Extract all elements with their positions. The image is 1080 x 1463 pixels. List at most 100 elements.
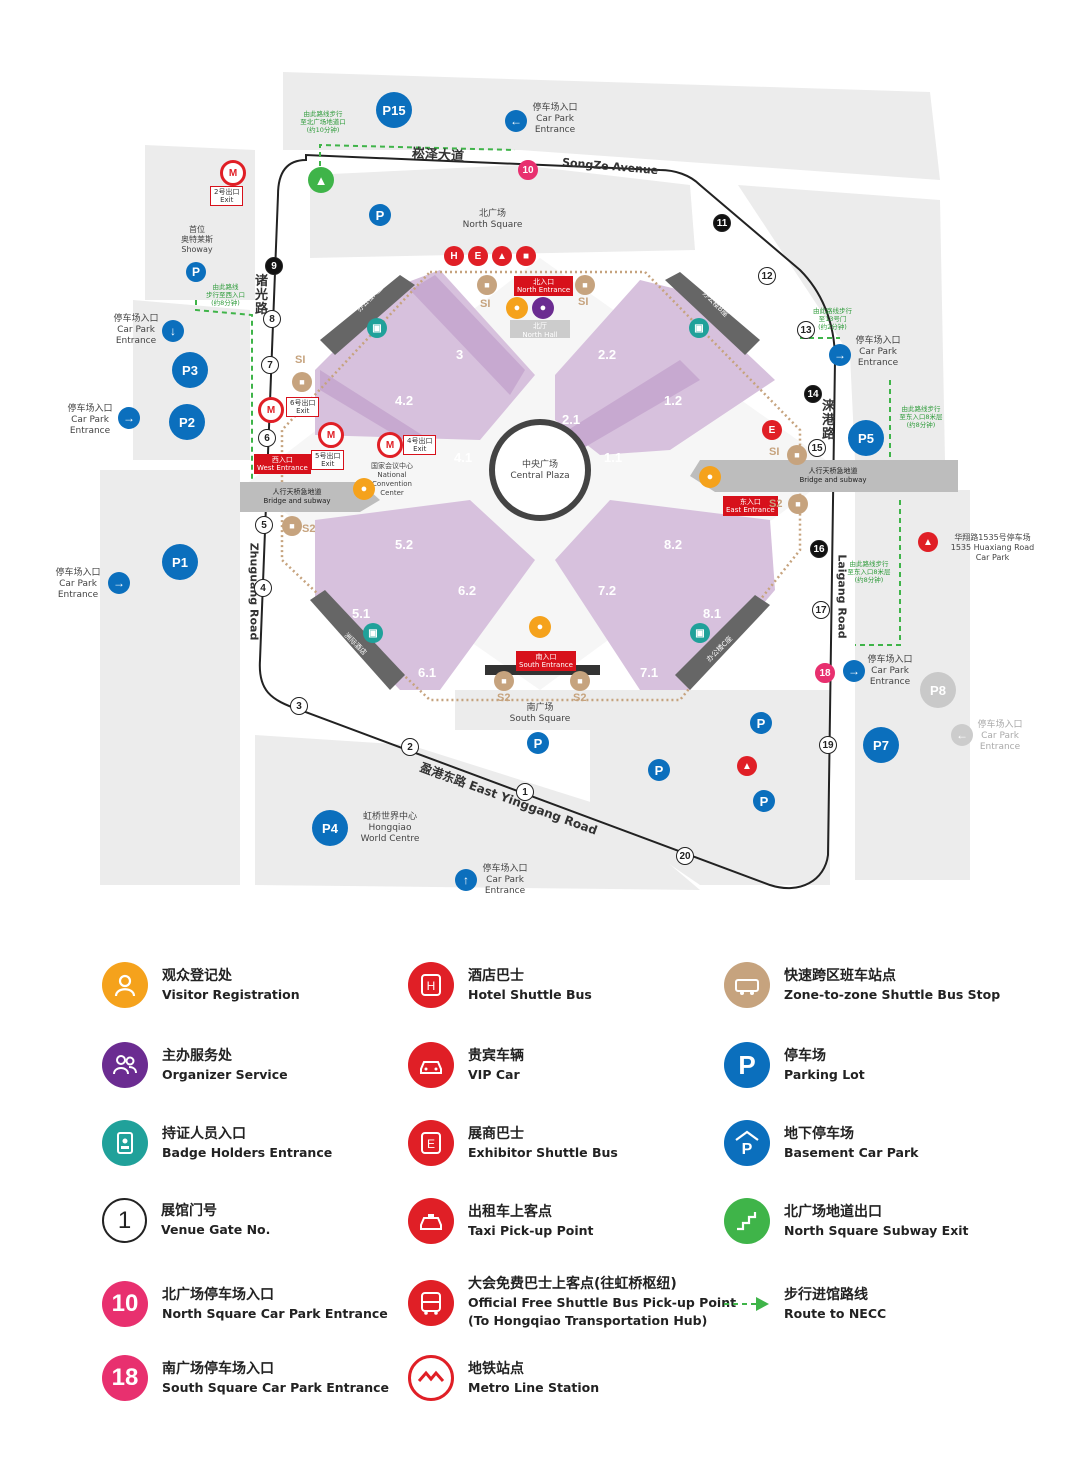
arrow-right-icon[interactable]: → [108, 572, 130, 594]
metro-icon[interactable]: M [220, 160, 246, 186]
hall-label: 7.1 [640, 665, 659, 680]
gate-number[interactable]: 1 [516, 783, 534, 801]
hall-label: 5.1 [352, 606, 371, 621]
parking-icon[interactable]: P [750, 712, 772, 734]
subway-exit-icon[interactable]: ▲ [308, 167, 334, 193]
parking-icon[interactable]: P [753, 790, 775, 812]
exit-5[interactable]: 5号出口 Exit [311, 450, 345, 470]
free-bus-icon[interactable]: ■ [516, 246, 536, 266]
north-park-sample: 10 [111, 1290, 139, 1317]
north-park-entrance-gate[interactable]: 10 [518, 160, 538, 180]
exit-4[interactable]: 4号出口 Exit [403, 435, 437, 455]
arrow-left-icon[interactable]: ← [505, 110, 527, 132]
gate-number[interactable]: 6 [258, 429, 276, 447]
gate-number[interactable]: 17 [812, 601, 830, 619]
vip-car-icon[interactable]: ▲ [492, 246, 512, 266]
east-entrance[interactable]: 东入口 East Entrance [723, 496, 778, 516]
arrow-right-icon[interactable]: → [829, 344, 851, 366]
exit-6[interactable]: 6号出口 Exit [286, 397, 320, 417]
organizer-icon[interactable]: ● [532, 297, 554, 319]
basement-parking-icon[interactable]: P [527, 732, 549, 754]
shuttle-stop-icon[interactable]: ■ [494, 671, 514, 691]
badge-icon[interactable]: ▣ [690, 623, 710, 643]
parking-p4[interactable]: P4 [312, 810, 348, 846]
taxi-icon[interactable]: ▲ [737, 756, 757, 776]
gate-number[interactable]: 3 [290, 697, 308, 715]
vip-car-icon[interactable]: ▲ [918, 532, 938, 552]
shuttle-stop-icon[interactable]: ■ [282, 516, 302, 536]
parking-p1[interactable]: P1 [162, 544, 198, 580]
gate-number[interactable]: 16 [810, 540, 828, 558]
visitor-registration-icon[interactable]: ● [506, 297, 528, 319]
south-entrance[interactable]: 南入口 South Entrance [516, 651, 576, 671]
gate-number[interactable]: 15 [808, 439, 826, 457]
metro-icon[interactable]: M [258, 397, 284, 423]
zhuguang-road-cn: 诸光路 [255, 274, 269, 317]
north-entrance[interactable]: 北入口 North Entrance [514, 276, 574, 296]
badge-icon[interactable]: ▣ [367, 318, 387, 338]
legend-en: Taxi Pick-up Point [468, 1222, 594, 1238]
north-hall-label: 北厅 North Hall [522, 322, 558, 339]
basement-parking-icon[interactable]: P [648, 759, 670, 781]
arrow-down-icon[interactable]: ↓ [162, 320, 184, 342]
shuttle-stop-icon[interactable]: ■ [292, 372, 312, 392]
shuttle-stop-icon[interactable]: ■ [575, 275, 595, 295]
west-entrance[interactable]: 西入口 West Entrance [254, 454, 311, 474]
walk-route-icon [724, 1281, 770, 1327]
car-park-entrance-label: 停车场入口 Car Park Entrance [532, 103, 578, 135]
arrow-left-icon[interactable]: ← [951, 724, 973, 746]
shuttle-stop-icon[interactable]: ■ [477, 275, 497, 295]
arrow-up-icon[interactable]: ↑ [455, 869, 477, 891]
car-park-entrance-label: 停车场入口 Car Park Entrance [855, 336, 901, 368]
gate-number[interactable]: 2 [401, 738, 419, 756]
legend-en: Organizer Service [162, 1066, 288, 1082]
gate-number[interactable]: 4 [254, 579, 272, 597]
parking-p15[interactable]: P15 [376, 92, 412, 128]
parking-icon[interactable]: P [369, 204, 391, 226]
metro-icon[interactable]: M [318, 422, 344, 448]
hall-label: 5.2 [395, 537, 414, 552]
shuttle-stop-icon[interactable]: ■ [788, 494, 808, 514]
visitor-registration-icon[interactable]: ● [529, 616, 551, 638]
gate-number[interactable]: 11 [713, 214, 731, 232]
parking-p7[interactable]: P7 [863, 727, 899, 763]
walk-note-gate13: 由此路线步行 至13号门 (约2分钟) [813, 307, 852, 331]
exhibitor-bus-icon[interactable]: E [762, 420, 782, 440]
visitor-registration-icon[interactable]: ● [353, 478, 375, 500]
parking-p2[interactable]: P2 [169, 404, 205, 440]
hotel-bus-icon[interactable]: H [444, 246, 464, 266]
badge-icon[interactable]: ▣ [689, 318, 709, 338]
gate-number[interactable]: 20 [676, 847, 694, 865]
metro-icon[interactable]: M [377, 432, 403, 458]
gate-number[interactable]: 8 [263, 310, 281, 328]
exit-2[interactable]: 2号出口 Exit [210, 186, 244, 206]
badge-icon[interactable]: ▣ [363, 623, 383, 643]
gate-number[interactable]: 9 [265, 257, 283, 275]
parking-p3[interactable]: P3 [172, 352, 208, 388]
legend-cn: 北广场地道出口 [784, 1203, 882, 1220]
gate-number[interactable]: 7 [261, 356, 279, 374]
gate-number[interactable]: 14 [804, 385, 822, 403]
gate-number[interactable]: 12 [758, 267, 776, 285]
hall-label: 1.2 [664, 393, 683, 408]
gate-number[interactable]: 19 [819, 736, 837, 754]
exhibitor-bus-icon[interactable]: E [468, 246, 488, 266]
basement-parking-icon[interactable]: P [186, 262, 206, 282]
gate-number[interactable]: 13 [797, 321, 815, 339]
arrow-right-icon[interactable]: → [118, 407, 140, 429]
hall-label: 6.1 [418, 665, 437, 680]
car-park-entrance-label: 停车场入口 Car Park Entrance [67, 404, 113, 436]
shuttle-stop-icon[interactable]: ■ [787, 445, 807, 465]
parking-p8[interactable]: P8 [920, 672, 956, 708]
parking-p5[interactable]: P5 [848, 420, 884, 456]
gate-number[interactable]: 5 [255, 516, 273, 534]
visitor-registration-icon[interactable]: ● [699, 466, 721, 488]
south-park-entrance-gate[interactable]: 18 [815, 663, 835, 683]
legend-cn: 南广场停车场入口 [162, 1360, 274, 1377]
shuttle-stop-icon[interactable]: ■ [570, 671, 590, 691]
arrow-right-icon[interactable]: → [843, 660, 865, 682]
